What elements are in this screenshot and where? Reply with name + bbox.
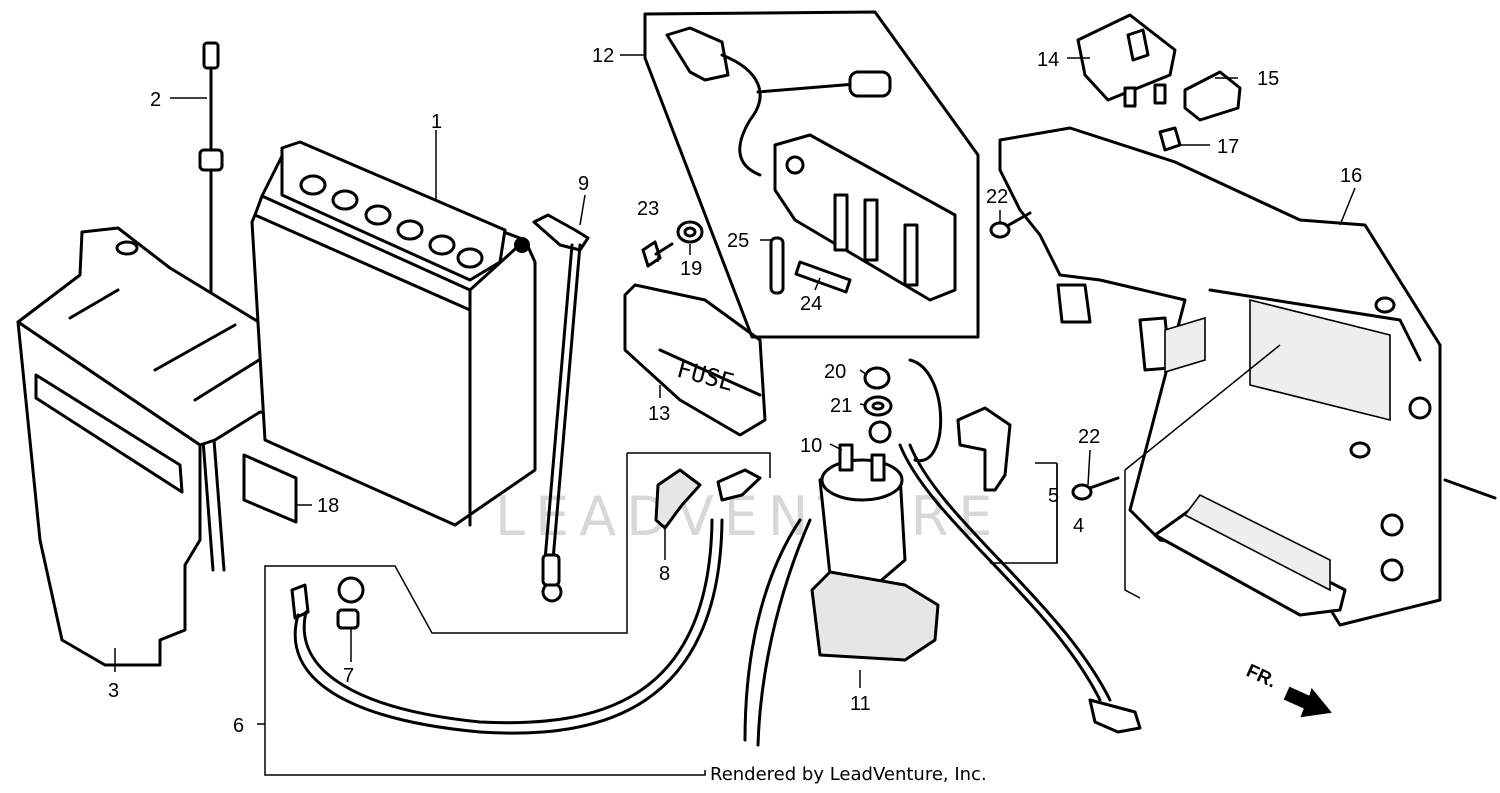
callout-numbers: 1 2 3 4 5 6 7 8 9 10 11 12 13 14 15 16 1…	[108, 45, 1362, 737]
callout-13: 13	[648, 403, 670, 425]
callout-12: 12	[592, 45, 614, 67]
callout-19: 19	[680, 258, 702, 280]
callout-22-upper: 22	[986, 186, 1008, 208]
part-11-relay-cushion[interactable]	[810, 570, 940, 662]
callout-7: 7	[343, 665, 354, 687]
part-22-bolt-upper[interactable]	[989, 211, 1032, 239]
callout-11: 11	[850, 693, 871, 715]
callout-23: 23	[637, 198, 659, 220]
callout-16: 16	[1340, 165, 1362, 187]
callout-14: 14	[1037, 49, 1059, 71]
part-13-fuse-box[interactable]: FUSE	[623, 283, 767, 437]
callout-25: 25	[727, 230, 749, 252]
part-15-cushion[interactable]	[1183, 70, 1242, 122]
callout-8: 8	[659, 563, 670, 585]
part-6-battery-cable[interactable]	[290, 468, 762, 735]
callout-5: 5	[1048, 485, 1059, 507]
part-17-grommet[interactable]	[1158, 126, 1182, 152]
direction-label: FR.	[1243, 660, 1280, 692]
part-18-label[interactable]	[242, 453, 298, 524]
watermark: LEADVENTURE	[495, 485, 1002, 548]
part-5-terminal-cap[interactable]	[956, 406, 1012, 492]
callout-18: 18	[317, 495, 339, 517]
part-1-battery[interactable]	[250, 140, 537, 527]
part-8-terminal-cap[interactable]	[654, 468, 702, 530]
callout-15: 15	[1257, 68, 1279, 90]
credit-text: Rendered by LeadVenture, Inc.	[710, 764, 987, 785]
callout-3: 3	[108, 680, 119, 702]
part-20-nut[interactable]	[863, 366, 891, 390]
callout-17: 17	[1217, 136, 1239, 158]
leader-lines	[114, 54, 1356, 776]
callout-2: 2	[150, 89, 161, 111]
callout-6: 6	[233, 715, 244, 737]
callout-21: 21	[830, 395, 852, 417]
part-7-bolt[interactable]	[336, 576, 365, 630]
part-24-fuse[interactable]	[794, 260, 852, 294]
part-16-battery-box[interactable]	[998, 126, 1497, 627]
callout-24: 24	[800, 293, 822, 315]
part-2-breather-tube[interactable]	[198, 41, 226, 572]
part-19-nut[interactable]	[676, 220, 704, 244]
part-9-battery-cable[interactable]	[532, 213, 590, 603]
callout-22-lower: 22	[1078, 426, 1100, 448]
part-22-bolt-lower[interactable]	[1071, 476, 1120, 501]
callout-10: 10	[800, 435, 822, 457]
part-14-relay[interactable]	[1076, 13, 1177, 108]
part-12-fuse-holder-group[interactable]	[643, 10, 980, 339]
callout-1: 1	[431, 111, 442, 133]
part-10-starter-relay[interactable]	[818, 443, 907, 592]
front-direction-indicator: FR.	[1243, 660, 1332, 718]
callout-9: 9	[578, 173, 589, 195]
callout-20: 20	[824, 361, 846, 383]
part-21-washer[interactable]	[863, 395, 893, 417]
starter-cable[interactable]	[743, 358, 1142, 747]
part-25-fuse[interactable]	[769, 236, 785, 295]
callout-4: 4	[1073, 515, 1084, 537]
